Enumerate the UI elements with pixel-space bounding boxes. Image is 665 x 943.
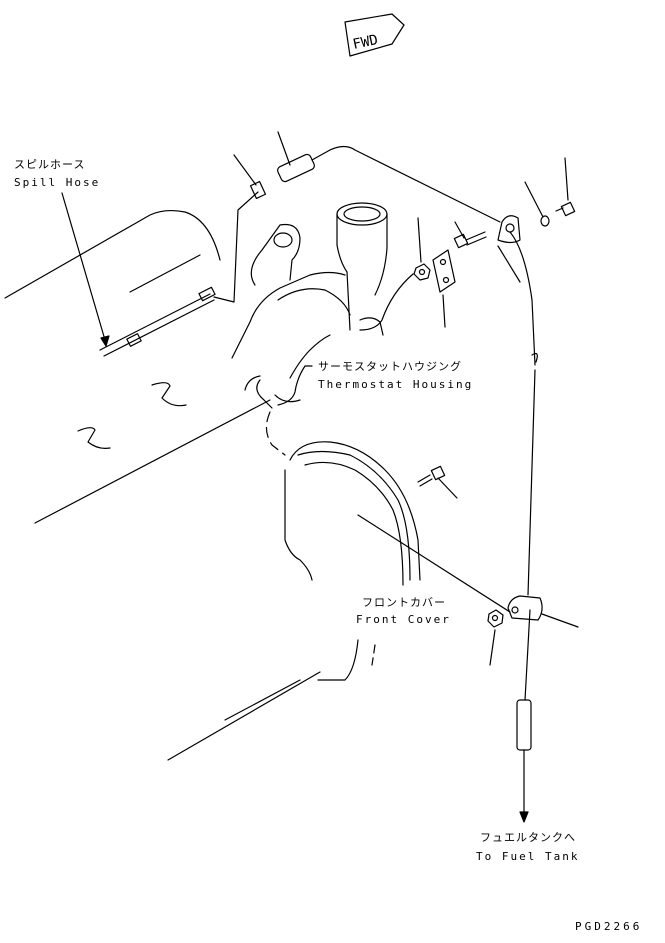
fwd-arrow-icon: FWD xyxy=(344,13,405,57)
upper-clamp-part xyxy=(497,215,521,244)
bolt-part-2 xyxy=(555,201,576,217)
spill-hose-part xyxy=(99,191,259,357)
fwd-text: FWD xyxy=(351,32,379,53)
thermostat-housing-label-en: Thermostat Housing xyxy=(318,378,474,391)
bolt-part-3 xyxy=(417,465,446,487)
hose-clamp-part xyxy=(249,149,331,200)
nut-part-2 xyxy=(487,609,504,628)
leader-lines xyxy=(61,131,579,666)
front-cover-label-jp: フロントカバー xyxy=(362,596,446,609)
fuel-pipe-part xyxy=(329,145,538,823)
drawing-number: PGD2266 xyxy=(575,920,643,933)
bolt-part-1 xyxy=(453,231,487,249)
fuel-tank-label-jp: フュエルタンクへ xyxy=(480,831,576,844)
fuel-tank-label-en: To Fuel Tank xyxy=(476,850,580,863)
spill-hose-label-en: Spill Hose xyxy=(14,176,101,189)
thermostat-housing-part xyxy=(231,202,388,456)
spill-hose-label-jp: スピルホース xyxy=(14,158,86,171)
front-cover-part xyxy=(284,441,421,681)
thermostat-housing-label-jp: サーモスタットハウジング xyxy=(318,360,462,373)
lower-clamp-part xyxy=(507,595,543,621)
washer-part xyxy=(540,215,550,227)
engine-block xyxy=(4,209,321,761)
nut-part-1 xyxy=(413,263,431,281)
front-cover-label-en: Front Cover xyxy=(356,613,451,626)
bracket-part xyxy=(432,249,456,293)
